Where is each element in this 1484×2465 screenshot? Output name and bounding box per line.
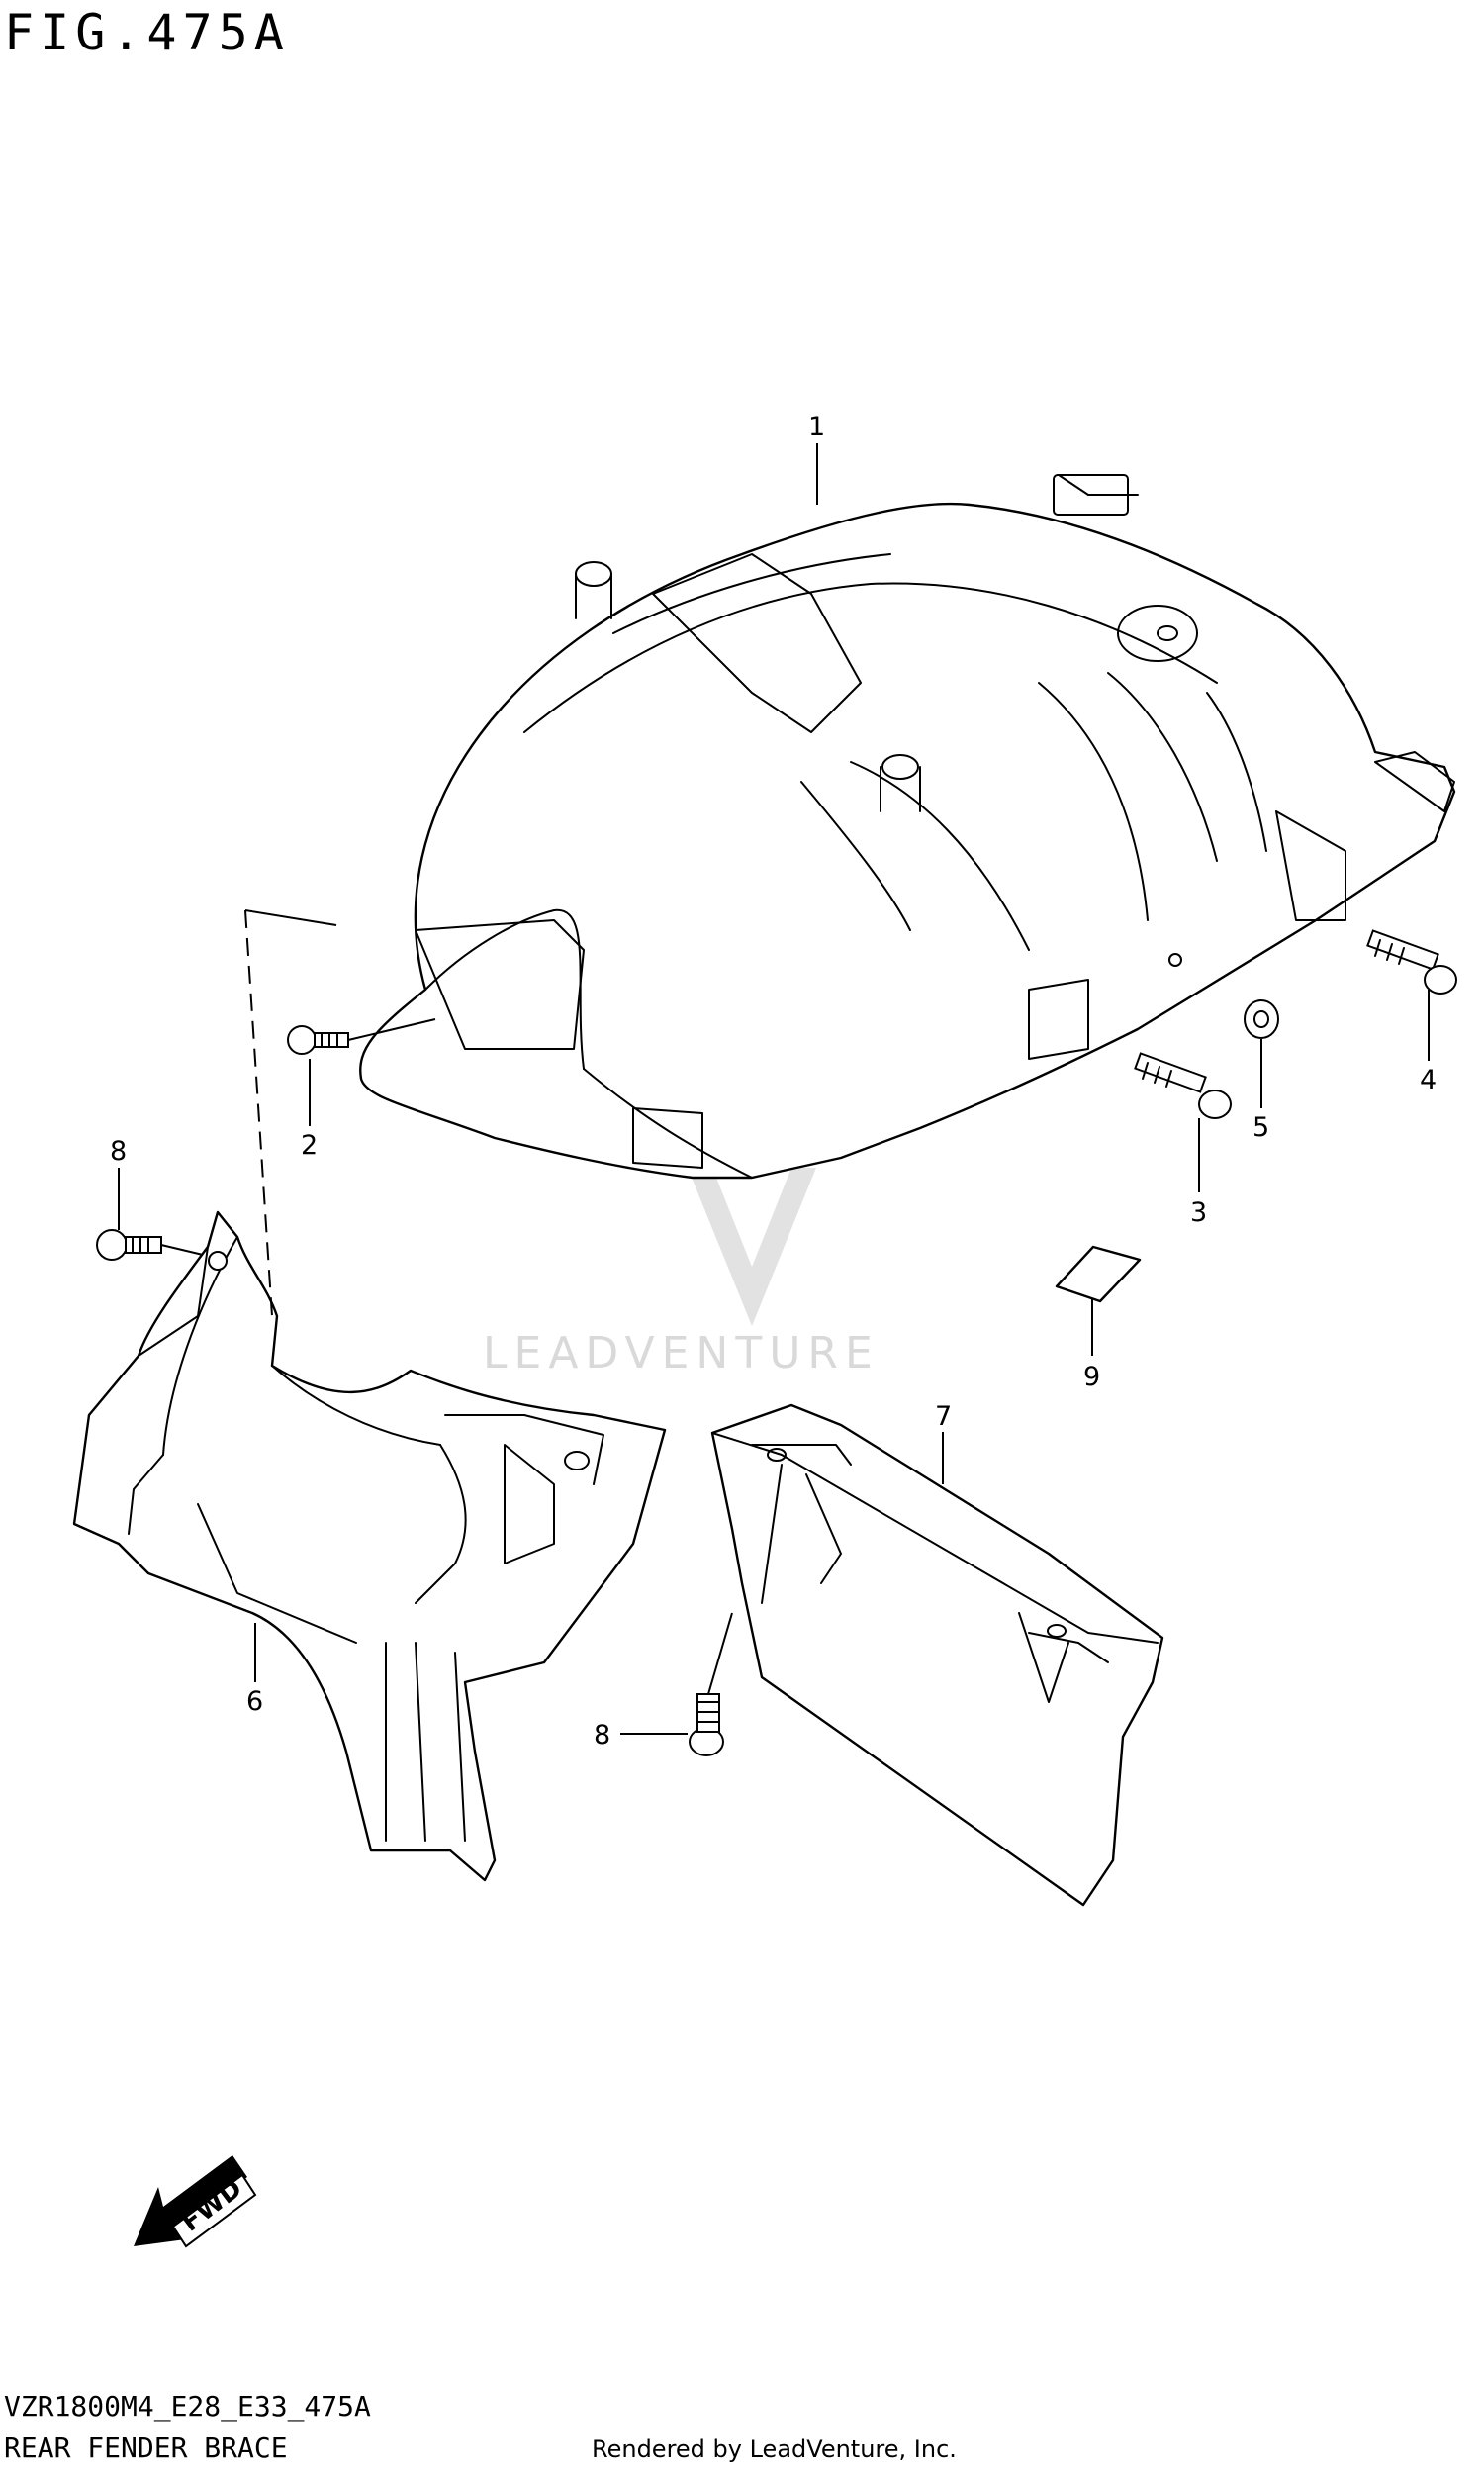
- rendered-by: Rendered by LeadVenture, Inc.: [592, 2435, 957, 2463]
- callout-8-left: 8: [110, 1136, 127, 1167]
- watermark-text: LEADVENTURE: [483, 1328, 880, 1378]
- callout-1: 1: [808, 412, 825, 442]
- callout-4: 4: [1420, 1065, 1437, 1095]
- screw-part-8-bottom: [689, 1612, 733, 1756]
- watermark-logo-icon: [688, 1168, 816, 1326]
- pad-part-9: [1055, 1245, 1142, 1303]
- inner-fender-part-6: [72, 1210, 667, 1882]
- bolt-part-3: [1134, 1052, 1232, 1119]
- leader-dash: [244, 909, 273, 1317]
- callout-9: 9: [1083, 1362, 1100, 1392]
- callout-6: 6: [246, 1686, 263, 1717]
- callout-5: 5: [1252, 1112, 1269, 1143]
- figure-title: FIG.475A: [4, 4, 290, 61]
- leader-dash-top: [244, 909, 337, 926]
- callout-2: 2: [301, 1130, 318, 1161]
- callout-3: 3: [1190, 1197, 1207, 1228]
- mudflap-part-7: [710, 1403, 1164, 1907]
- callout-7: 7: [935, 1401, 952, 1432]
- model-code: VZR1800M4_E28_E33_475A: [4, 2390, 371, 2423]
- figure-name: REAR FENDER BRACE: [4, 2431, 288, 2464]
- screw-part-8-left: [96, 1229, 204, 1261]
- rear-fender-part-1: [359, 474, 1456, 1180]
- fwd-arrow-icon: FWD: [134, 2155, 257, 2248]
- nut-part-5: [1244, 999, 1279, 1039]
- screw-part-2: [287, 1018, 436, 1055]
- leadventure-watermark: LEADVENTURE: [483, 1168, 880, 1378]
- bolt-part-4: [1366, 929, 1457, 995]
- callout-8-bottom: 8: [594, 1720, 610, 1751]
